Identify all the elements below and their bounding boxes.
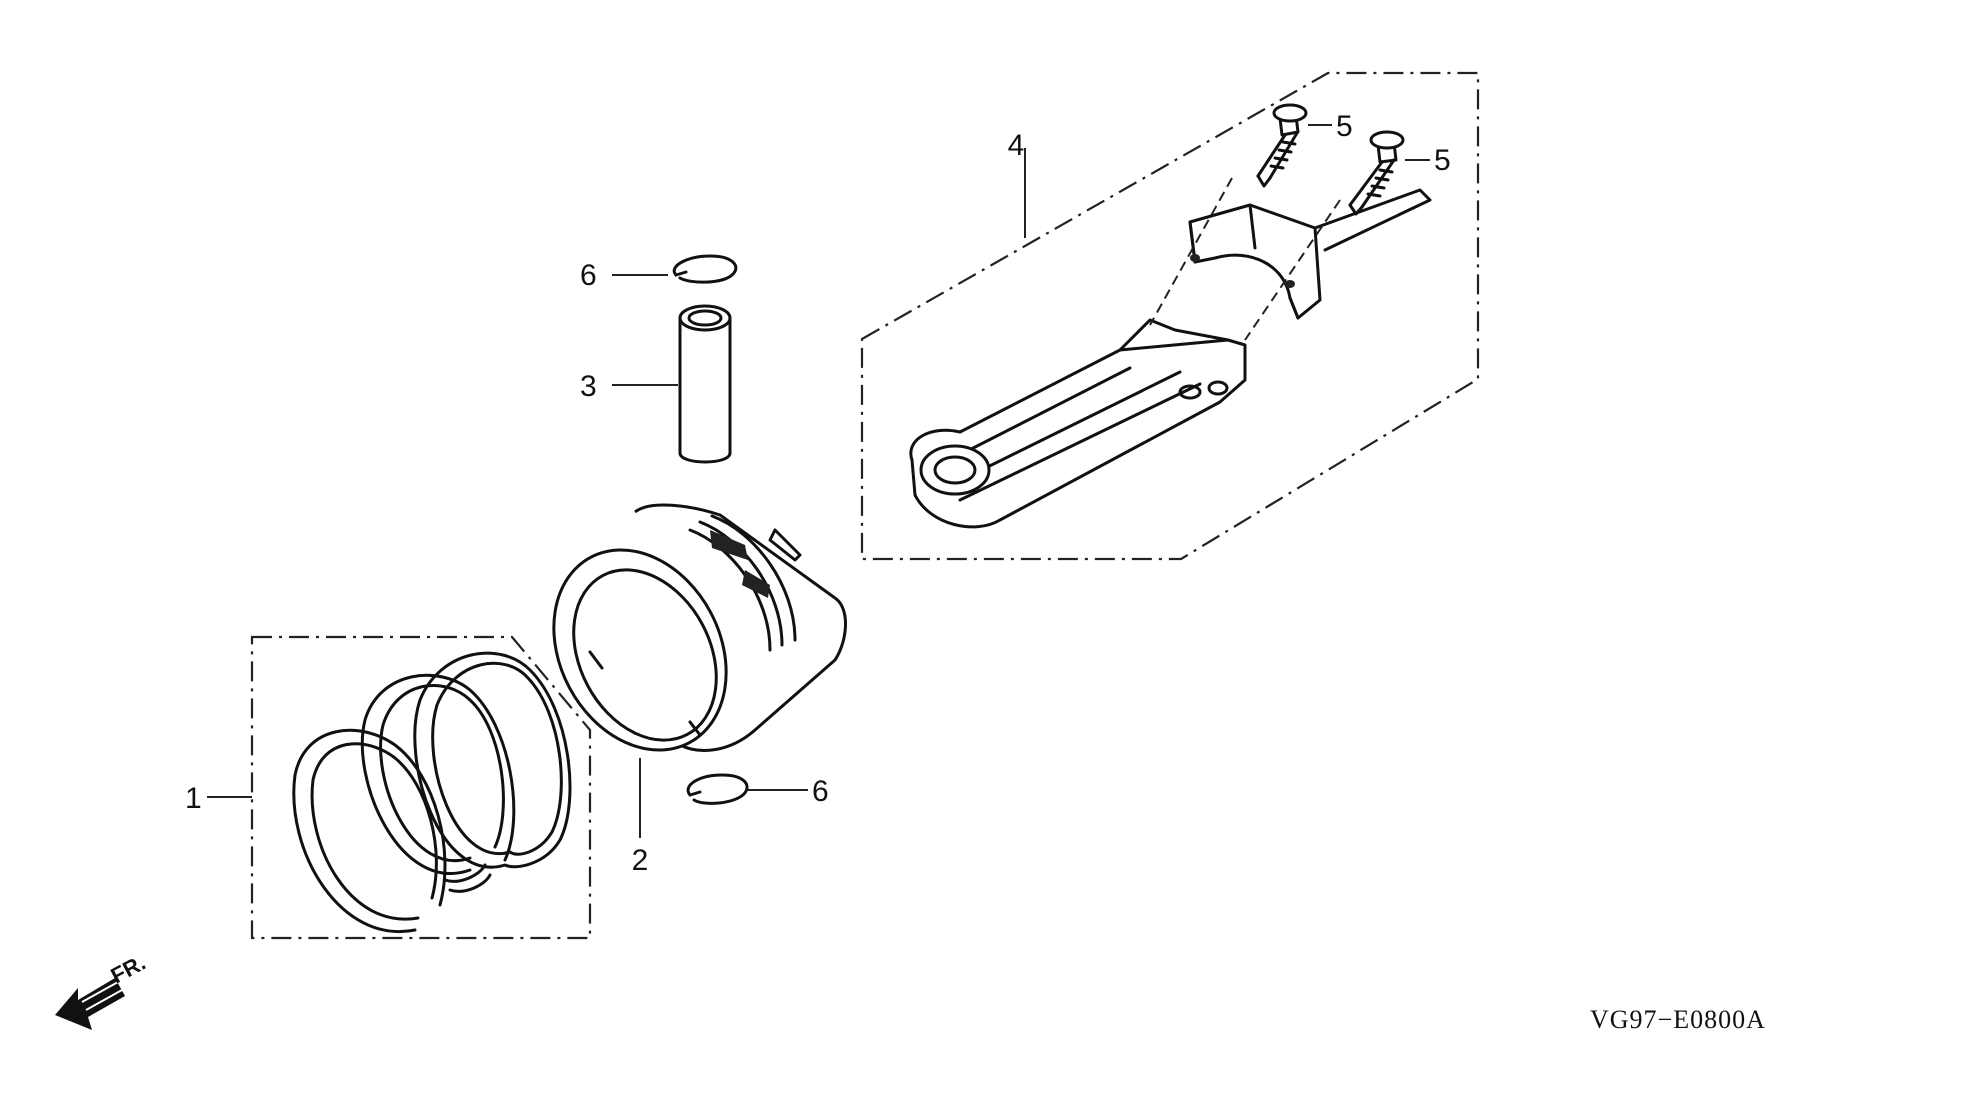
piston-rings[interactable] [292,651,572,934]
pin-clip-lower[interactable] [686,773,749,805]
callout-connecting-rod: 4 [1008,129,1025,162]
rod-bolt-lower[interactable] [1348,130,1405,216]
callout-piston-pin: 3 [580,370,597,403]
callout-piston: 2 [632,844,649,877]
pin-clip-upper[interactable] [672,254,738,284]
piston-rings-kit-box [250,635,592,940]
callout-pin-clip-lower: 6 [812,775,829,808]
connecting-rod-kit-box [860,71,1480,561]
piston[interactable] [520,503,847,780]
callout-piston-rings: 1 [185,782,202,815]
callout-rod-bolt-upper: 5 [1336,110,1353,143]
connecting-rod[interactable] [909,177,1432,529]
front-arrow-icon: FR. [55,950,150,1030]
piston-pin[interactable] [678,304,732,464]
piston-pin-group: 6 3 6 [580,254,829,808]
piston-rings-group: 1 [185,635,592,940]
diagram-code: VG97−E0800A [1590,1005,1766,1034]
callout-rod-bolt-lower: 5 [1434,144,1451,177]
rod-bolt-upper[interactable] [1256,103,1308,188]
piston-group: 2 [520,503,847,877]
connecting-rod-group: 4 5 5 [860,71,1480,561]
callout-pin-clip-upper: 6 [580,259,597,292]
